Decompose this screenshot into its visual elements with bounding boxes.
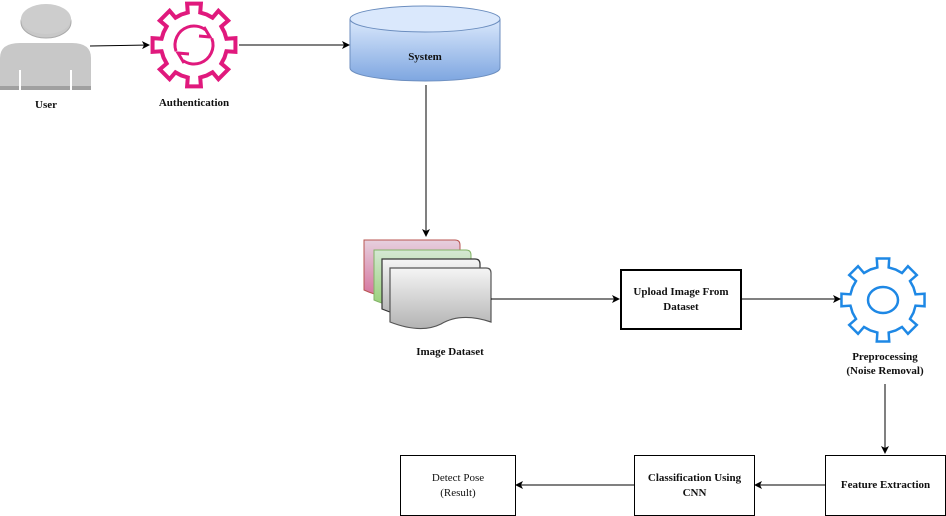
edge-user-auth [89, 41, 150, 50]
preprocessing-label-line2: (Noise Removal) [846, 365, 924, 377]
image-dataset-icon[interactable] [363, 239, 492, 330]
system-database-icon[interactable] [349, 5, 501, 82]
preprocessing-label: Preprocessing (Noise Removal) [820, 350, 946, 378]
preprocessing-gear-icon[interactable] [840, 257, 926, 343]
user-label: User [35, 99, 57, 111]
feature-extraction-box[interactable]: Feature Extraction [825, 455, 946, 516]
upload-line2: Dataset [663, 300, 699, 313]
detect-pose-box[interactable]: Detect Pose (Result) [400, 455, 516, 516]
feature-extraction-label: Feature Extraction [840, 479, 931, 491]
preprocessing-label-line1: Preprocessing [852, 351, 918, 363]
detect-pose-line2: (Result) [440, 486, 476, 499]
user-icon[interactable] [0, 4, 91, 90]
upload-line1: Upload Image From [633, 285, 729, 298]
classification-line1: Classification Using [647, 471, 742, 484]
detect-pose-line1: Detect Pose [431, 471, 485, 484]
classification-line2: CNN [682, 486, 707, 499]
system-label: System [408, 51, 442, 63]
authentication-gear-icon[interactable] [150, 1, 238, 89]
authentication-label: Authentication [158, 97, 230, 109]
image-dataset-label: Image Dataset [416, 346, 484, 358]
